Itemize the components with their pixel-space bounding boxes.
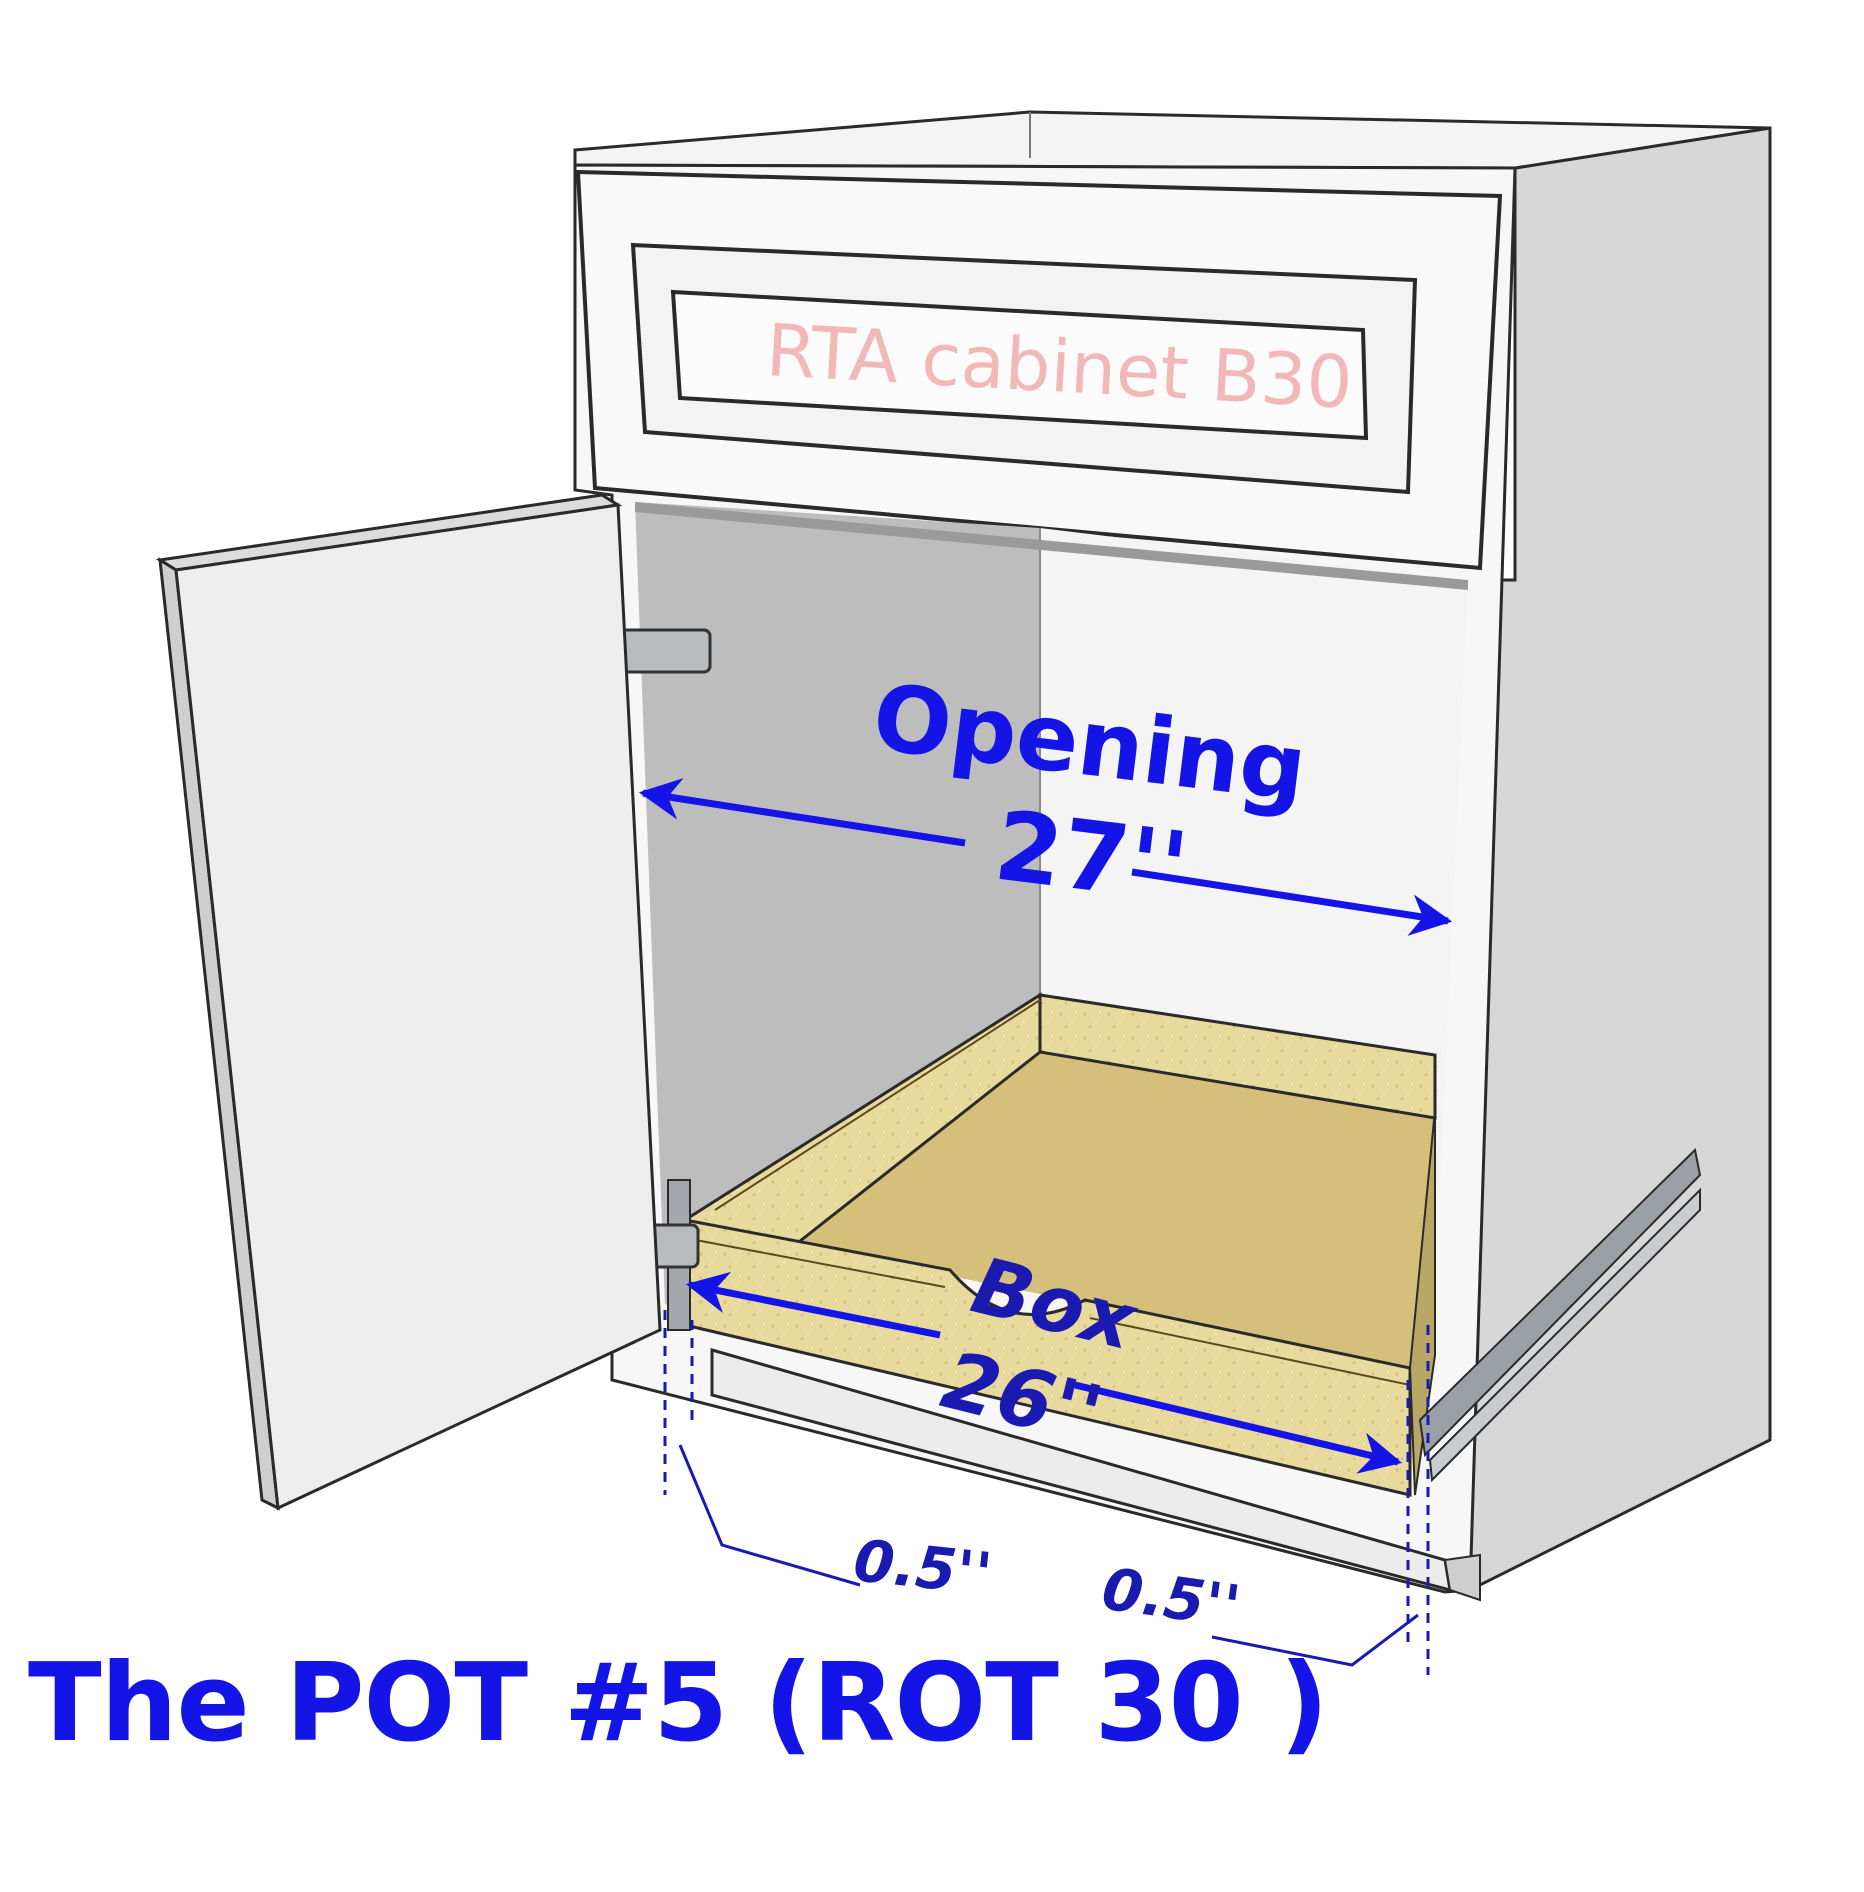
- opening-arrow-right: [1131, 868, 1453, 936]
- cabinet-top: [573, 110, 1771, 170]
- caption-title: The POT #5 (ROT 30 ): [28, 1641, 1329, 1766]
- box-front-wall: [683, 1218, 1412, 1497]
- cabinet-interior: [635, 502, 1468, 1305]
- clearance-leader-right: [1211, 1613, 1419, 1667]
- clearance-right-label: 0.5'': [1098, 1555, 1244, 1642]
- box-floor: [795, 1050, 1435, 1368]
- clearance-leader-left: [678, 1444, 861, 1587]
- drawer-front: RTA cabinet B30: [575, 169, 1503, 571]
- pullout-box: [681, 992, 1437, 1497]
- clearance-left-label: 0.5'': [851, 1526, 996, 1608]
- opening-value: 27'': [989, 790, 1194, 925]
- interior-left-wall: [635, 502, 1040, 1305]
- box-arrow-left: [685, 1271, 941, 1339]
- cabinet-base: [710, 1348, 1481, 1602]
- drawer-slide-right: [1418, 1147, 1702, 1483]
- clearance-dimensions: 0.5'' 0.5'': [663, 1310, 1430, 1675]
- opening-arrow-left: [638, 778, 966, 847]
- box-arrow-right: [1074, 1381, 1403, 1474]
- cabinet-door: [155, 493, 662, 1511]
- opening-dimension: Opening 27'': [638, 664, 1453, 936]
- cabinet-right-side: [1468, 126, 1772, 1593]
